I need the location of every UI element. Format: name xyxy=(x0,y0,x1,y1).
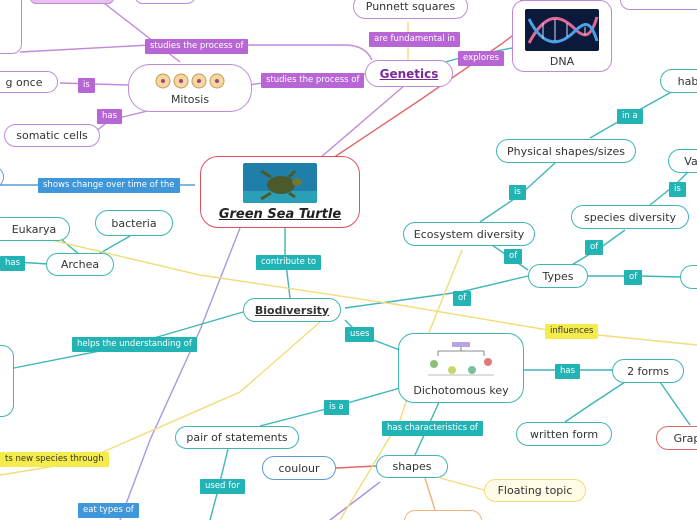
label-new-species[interactable]: ts new species through xyxy=(0,452,109,467)
label-used-for[interactable]: used for xyxy=(200,479,245,494)
label-explores[interactable]: explores xyxy=(458,51,505,66)
mitosis-image xyxy=(155,73,225,88)
label-of-biodiversity[interactable]: of xyxy=(453,291,472,306)
label-studies-process-mid[interactable]: studies the process of xyxy=(261,73,365,88)
hab-node[interactable]: hab xyxy=(660,69,697,93)
label-of-right[interactable]: of xyxy=(624,270,643,285)
mitosis-node[interactable]: Mitosis xyxy=(128,64,252,112)
label-of-eco[interactable]: of xyxy=(504,249,523,264)
punnett-squares-node[interactable]: Punnett squares xyxy=(353,0,468,19)
graph-label: Grap xyxy=(673,431,697,445)
graph-node[interactable]: Grap xyxy=(656,426,697,450)
coulour-node[interactable]: coulour xyxy=(262,456,336,480)
somatic-cells-label: somatic cells xyxy=(16,129,88,142)
offscreen-node-left[interactable] xyxy=(0,0,22,54)
label-in-a[interactable]: in a xyxy=(617,109,643,124)
dichotomous-key-label: Dichotomous key xyxy=(413,383,509,397)
label-of-species[interactable]: of xyxy=(585,240,604,255)
eukarya-label: Eukarya xyxy=(11,222,57,236)
species-diversity-label: species diversity xyxy=(583,210,677,224)
offscreen-node-top[interactable] xyxy=(30,0,114,4)
bacteria-label: bacteria xyxy=(111,216,157,230)
dichotomous-key-image xyxy=(424,339,498,380)
central-title: Green Sea Turtle xyxy=(218,206,342,222)
label-has-characteristics[interactable]: has characteristics of xyxy=(382,421,483,436)
species-diversity-node[interactable]: species diversity xyxy=(571,205,689,229)
written-form-label: written form xyxy=(529,427,599,441)
label-is-a[interactable]: is a xyxy=(324,400,349,415)
offscreen-node-right[interactable] xyxy=(620,0,697,10)
dna-node[interactable]: DNA xyxy=(512,0,612,72)
written-form-node[interactable]: written form xyxy=(516,422,612,446)
label-influences[interactable]: influences xyxy=(545,324,599,339)
genetics-node[interactable]: Genetics xyxy=(365,60,453,87)
types-label: Types xyxy=(542,269,574,283)
mitosis-label: Mitosis xyxy=(170,92,210,106)
dna-image xyxy=(525,9,599,51)
floating-topic-label: Floating topic xyxy=(497,484,573,497)
somatic-cells-node[interactable]: somatic cells xyxy=(4,124,100,147)
label-has-forms[interactable]: has xyxy=(555,364,581,379)
offscreen-node-left-mid[interactable] xyxy=(0,345,14,417)
label-has-mitosis[interactable]: has xyxy=(97,109,123,124)
offscreen-node-types-right[interactable] xyxy=(680,265,697,289)
two-forms-node[interactable]: 2 forms xyxy=(612,359,684,383)
genetics-label: Genetics xyxy=(379,66,439,81)
hab-label: hab xyxy=(677,74,697,88)
floating-topic-node[interactable]: Floating topic xyxy=(484,479,586,502)
dna-label: DNA xyxy=(549,55,575,68)
archea-node[interactable]: Archea xyxy=(46,253,114,276)
coulour-label: coulour xyxy=(278,461,320,475)
offscreen-node-top-2[interactable] xyxy=(134,0,196,4)
sea-turtle-image xyxy=(243,162,317,203)
shapes-label: shapes xyxy=(392,460,432,473)
bacteria-node[interactable]: bacteria xyxy=(95,210,173,236)
two-forms-label: 2 forms xyxy=(627,364,669,378)
ecosystem-diversity-node[interactable]: Ecosystem diversity xyxy=(403,222,535,246)
central-topic[interactable]: Green Sea Turtle xyxy=(200,156,360,228)
label-is-va[interactable]: is xyxy=(669,182,686,197)
label-is-mitosis[interactable]: is xyxy=(78,78,95,93)
label-eat-types[interactable]: eat types of xyxy=(78,503,139,518)
types-node[interactable]: Types xyxy=(528,264,588,288)
biodiversity-label: Biodiversity xyxy=(254,303,330,317)
label-fundamental[interactable]: are fundamental in xyxy=(369,32,461,47)
pair-of-statements-node[interactable]: pair of statements xyxy=(175,426,299,449)
once-label: g once xyxy=(5,75,43,89)
archea-label: Archea xyxy=(60,258,100,271)
once-node[interactable]: g once xyxy=(0,71,58,93)
label-helps-understanding[interactable]: helps the understanding of xyxy=(72,337,197,352)
label-shows-change[interactable]: shows change over time of the xyxy=(38,178,180,193)
punnett-squares-label: Punnett squares xyxy=(365,0,456,13)
physical-shapes-label: Physical shapes/sizes xyxy=(507,144,625,158)
physical-shapes-node[interactable]: Physical shapes/sizes xyxy=(496,139,636,163)
label-is-eco[interactable]: is xyxy=(509,185,526,200)
label-studies-process-top[interactable]: studies the process of xyxy=(145,39,249,54)
offscreen-node-bottom[interactable] xyxy=(404,510,482,520)
shapes-node[interactable]: shapes xyxy=(376,455,448,478)
dichotomous-key-node[interactable]: Dichotomous key xyxy=(398,333,524,403)
pair-of-statements-label: pair of statements xyxy=(186,431,288,444)
va-node[interactable]: Va xyxy=(668,149,697,173)
ecosystem-diversity-label: Ecosystem diversity xyxy=(413,227,525,241)
biodiversity-node[interactable]: Biodiversity xyxy=(243,298,341,322)
label-has-left[interactable]: has xyxy=(0,256,26,271)
label-contribute[interactable]: contribute to xyxy=(256,255,322,270)
label-uses[interactable]: uses xyxy=(345,327,375,342)
va-label: Va xyxy=(684,154,697,168)
eukarya-node[interactable]: Eukarya xyxy=(0,217,70,241)
